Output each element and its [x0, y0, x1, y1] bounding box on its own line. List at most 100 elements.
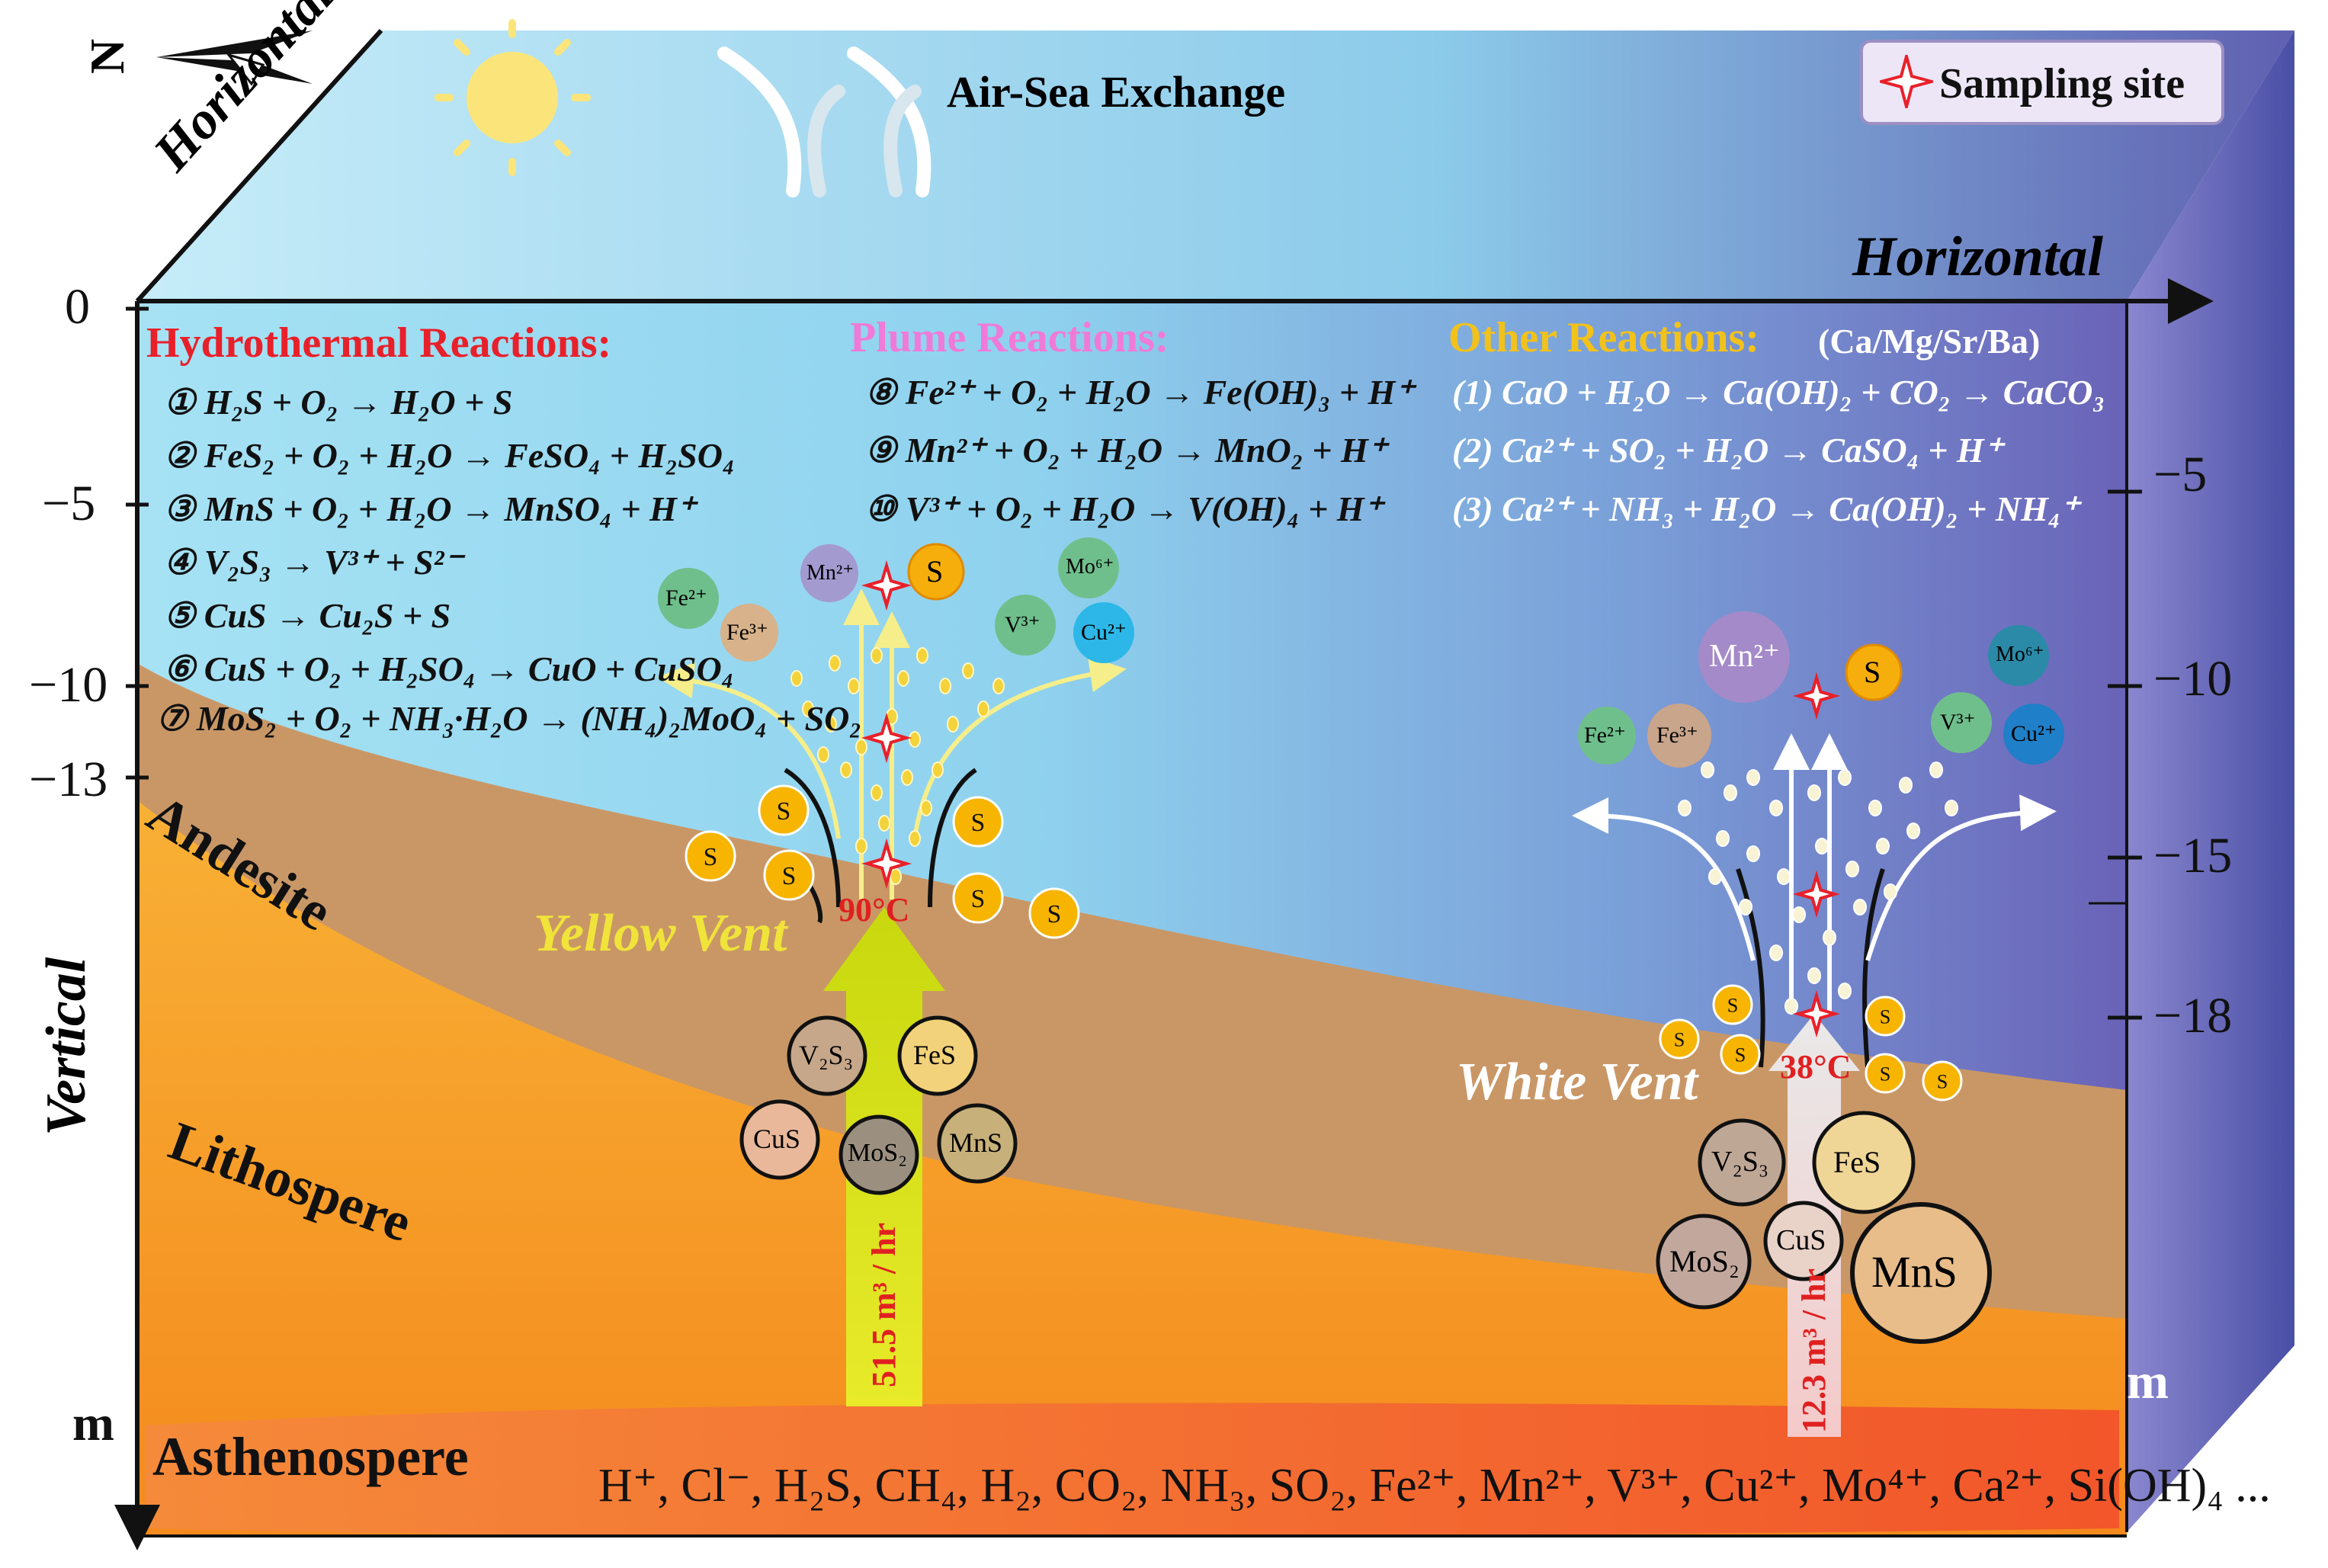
plume-bubble — [855, 838, 867, 855]
yellow-vent-temperature: 90°C — [839, 891, 910, 928]
plume-bubble — [871, 784, 883, 801]
plume-bubble — [947, 716, 959, 733]
s-bubble — [763, 849, 815, 901]
horizontal-axis-label: Horizontal — [1852, 226, 2103, 288]
plume-bubble — [890, 868, 902, 885]
white-ion-s: S — [1864, 655, 1881, 689]
plume-bubble — [1884, 883, 1897, 900]
s-bubble-label: S — [1047, 900, 1062, 928]
plume-bubble — [1678, 800, 1691, 816]
plume-bubble — [1792, 906, 1806, 923]
legend-label: Sampling site — [1939, 60, 2185, 107]
plume-bubble — [1724, 784, 1737, 801]
plume-bubble — [920, 800, 932, 816]
plume-bubble — [1739, 899, 1752, 915]
hydrothermal-reaction-3: ③ MnS + O₂ + H₂O → MnSO₄ + H⁺ — [164, 489, 696, 528]
top-face — [137, 30, 2294, 301]
plume-bubble — [939, 678, 951, 694]
plume-bubble — [855, 739, 867, 755]
sampling-site-icon — [1792, 672, 1841, 720]
other-reaction-1: (1) CaO + H₂O → Ca(OH)₂ + CO₂ → CaCO₃ — [1452, 373, 2105, 412]
left-tick-13: −13 — [29, 752, 108, 807]
plume-reaction-9: ⑨ Mn²⁺ + O₂ + H₂O → MnO₂ + H⁺ — [865, 431, 1387, 470]
right-tick-18: −18 — [2153, 988, 2233, 1044]
white-mineral-mns: MnS — [1871, 1247, 1958, 1297]
left-tick-5: −5 — [42, 476, 96, 531]
white-vent-minerals — [1656, 1111, 1992, 1344]
right-tick-10: −10 — [2153, 651, 2233, 707]
plume-bubble — [909, 830, 921, 847]
s-bubble-label: S — [1880, 1063, 1891, 1085]
white-mineral-cus: CuS — [1776, 1224, 1826, 1256]
white-mineral-v2s3: V₂S₃ — [1711, 1146, 1769, 1178]
plume-bubble — [1769, 944, 1783, 961]
air-sea-arrows-icon — [717, 46, 932, 197]
plume-bubble — [848, 678, 860, 694]
plume-bubble — [790, 670, 803, 687]
yellow-vent-flux: 51.5 m³ / hr — [865, 1222, 903, 1387]
sampling-site-icon — [861, 712, 912, 764]
side-face — [2127, 30, 2294, 1532]
yellow-ion-mn2: Mn²⁺ — [806, 561, 855, 585]
plume-bubble — [1708, 868, 1722, 885]
asthenosphere-label: Asthenospere — [152, 1426, 469, 1487]
plume-bubble — [1906, 822, 1920, 839]
hydrothermal-reaction-4: ④ V₂S₃ → V³⁺ + S²⁻ — [164, 543, 463, 582]
plume-bubble — [901, 769, 913, 786]
plume-bubble — [1784, 998, 1798, 1015]
plume-title: Plume Reactions: — [850, 314, 1169, 361]
s-bubble — [1659, 1018, 1700, 1060]
north-arrow-icon — [156, 30, 313, 86]
right-tick-15: −15 — [2153, 828, 2233, 883]
sampling-site-icon — [861, 560, 912, 611]
white-ion-mo6: Mo⁶⁺ — [1996, 643, 2044, 666]
plume-bubble — [817, 746, 829, 763]
yellow-ion-mo6: Mo⁶⁺ — [1066, 555, 1114, 579]
yellow-mineral-mos2: MoS₂ — [848, 1139, 907, 1167]
sampling-site-icon — [861, 838, 912, 890]
white-vent-flux: 12.3 m³ / hr — [1795, 1268, 1833, 1433]
white-ion-mn2: Mn²⁺ — [1709, 639, 1781, 674]
s-bubble — [1865, 996, 1906, 1037]
plume-bubble — [1823, 929, 1836, 946]
plume-bubble — [1838, 983, 1852, 999]
plume-bubble — [1815, 838, 1829, 855]
s-bubble-label: S — [1937, 1071, 1948, 1093]
hydrothermal-reaction-6: ⑥ CuS + O₂ + H₂SO₄ → CuO + CuSO₄ — [164, 649, 734, 688]
s-bubble — [1865, 1053, 1906, 1094]
yellow-mineral-fes: FeS — [913, 1040, 957, 1070]
plume-bubble — [1746, 845, 1760, 862]
fluid-components: H⁺, Cl⁻, H₂S, CH₄, H₂, CO₂, NH₃, SO₂, Fe… — [598, 1460, 2271, 1512]
yellow-ion-v3: V³⁺ — [1005, 612, 1041, 637]
plume-bubble — [916, 647, 928, 664]
legend: Sampling site — [1860, 40, 2224, 125]
right-tick-5: −5 — [2153, 447, 2208, 502]
yellow-vent-label: Yellow Vent — [534, 904, 787, 963]
left-tick-0: 0 — [65, 279, 90, 335]
s-bubble — [758, 784, 810, 836]
s-bubble-label: S — [1880, 1006, 1891, 1028]
yellow-ion-fe2: Fe²⁺ — [665, 585, 707, 611]
s-bubble-label: S — [971, 885, 986, 913]
plume-bubble — [1807, 967, 1821, 984]
plume-bubble — [1746, 769, 1760, 786]
white-vent-label: White Vent — [1456, 1053, 1698, 1111]
hydrothermal-reaction-1: ① H₂S + O₂ → H₂O + S — [164, 383, 513, 422]
other-reaction-2: (2) Ca²⁺ + SO₂ + H₂O → CaSO₄ + H⁺ — [1452, 431, 2003, 470]
yellow-ion-fe3: Fe³⁺ — [726, 620, 768, 645]
other-subtitle: (Ca/Mg/Sr/Ba) — [1818, 322, 2041, 361]
plume-bubble — [897, 670, 909, 687]
s-bubble — [952, 872, 1004, 924]
s-bubble — [685, 830, 736, 882]
yellow-mineral-v2s3: V₂S₃ — [799, 1040, 854, 1070]
white-ion-cu2: Cu²⁺ — [2011, 721, 2057, 746]
plume-bubble — [1807, 784, 1821, 801]
s-bubble — [952, 796, 1004, 848]
white-vent-ions — [1578, 611, 2064, 768]
plume-bubble — [1777, 868, 1791, 885]
yellow-mineral-mns: MnS — [949, 1127, 1003, 1158]
plume-bubble — [1716, 830, 1730, 847]
yellow-vent-minerals — [739, 1015, 1018, 1195]
